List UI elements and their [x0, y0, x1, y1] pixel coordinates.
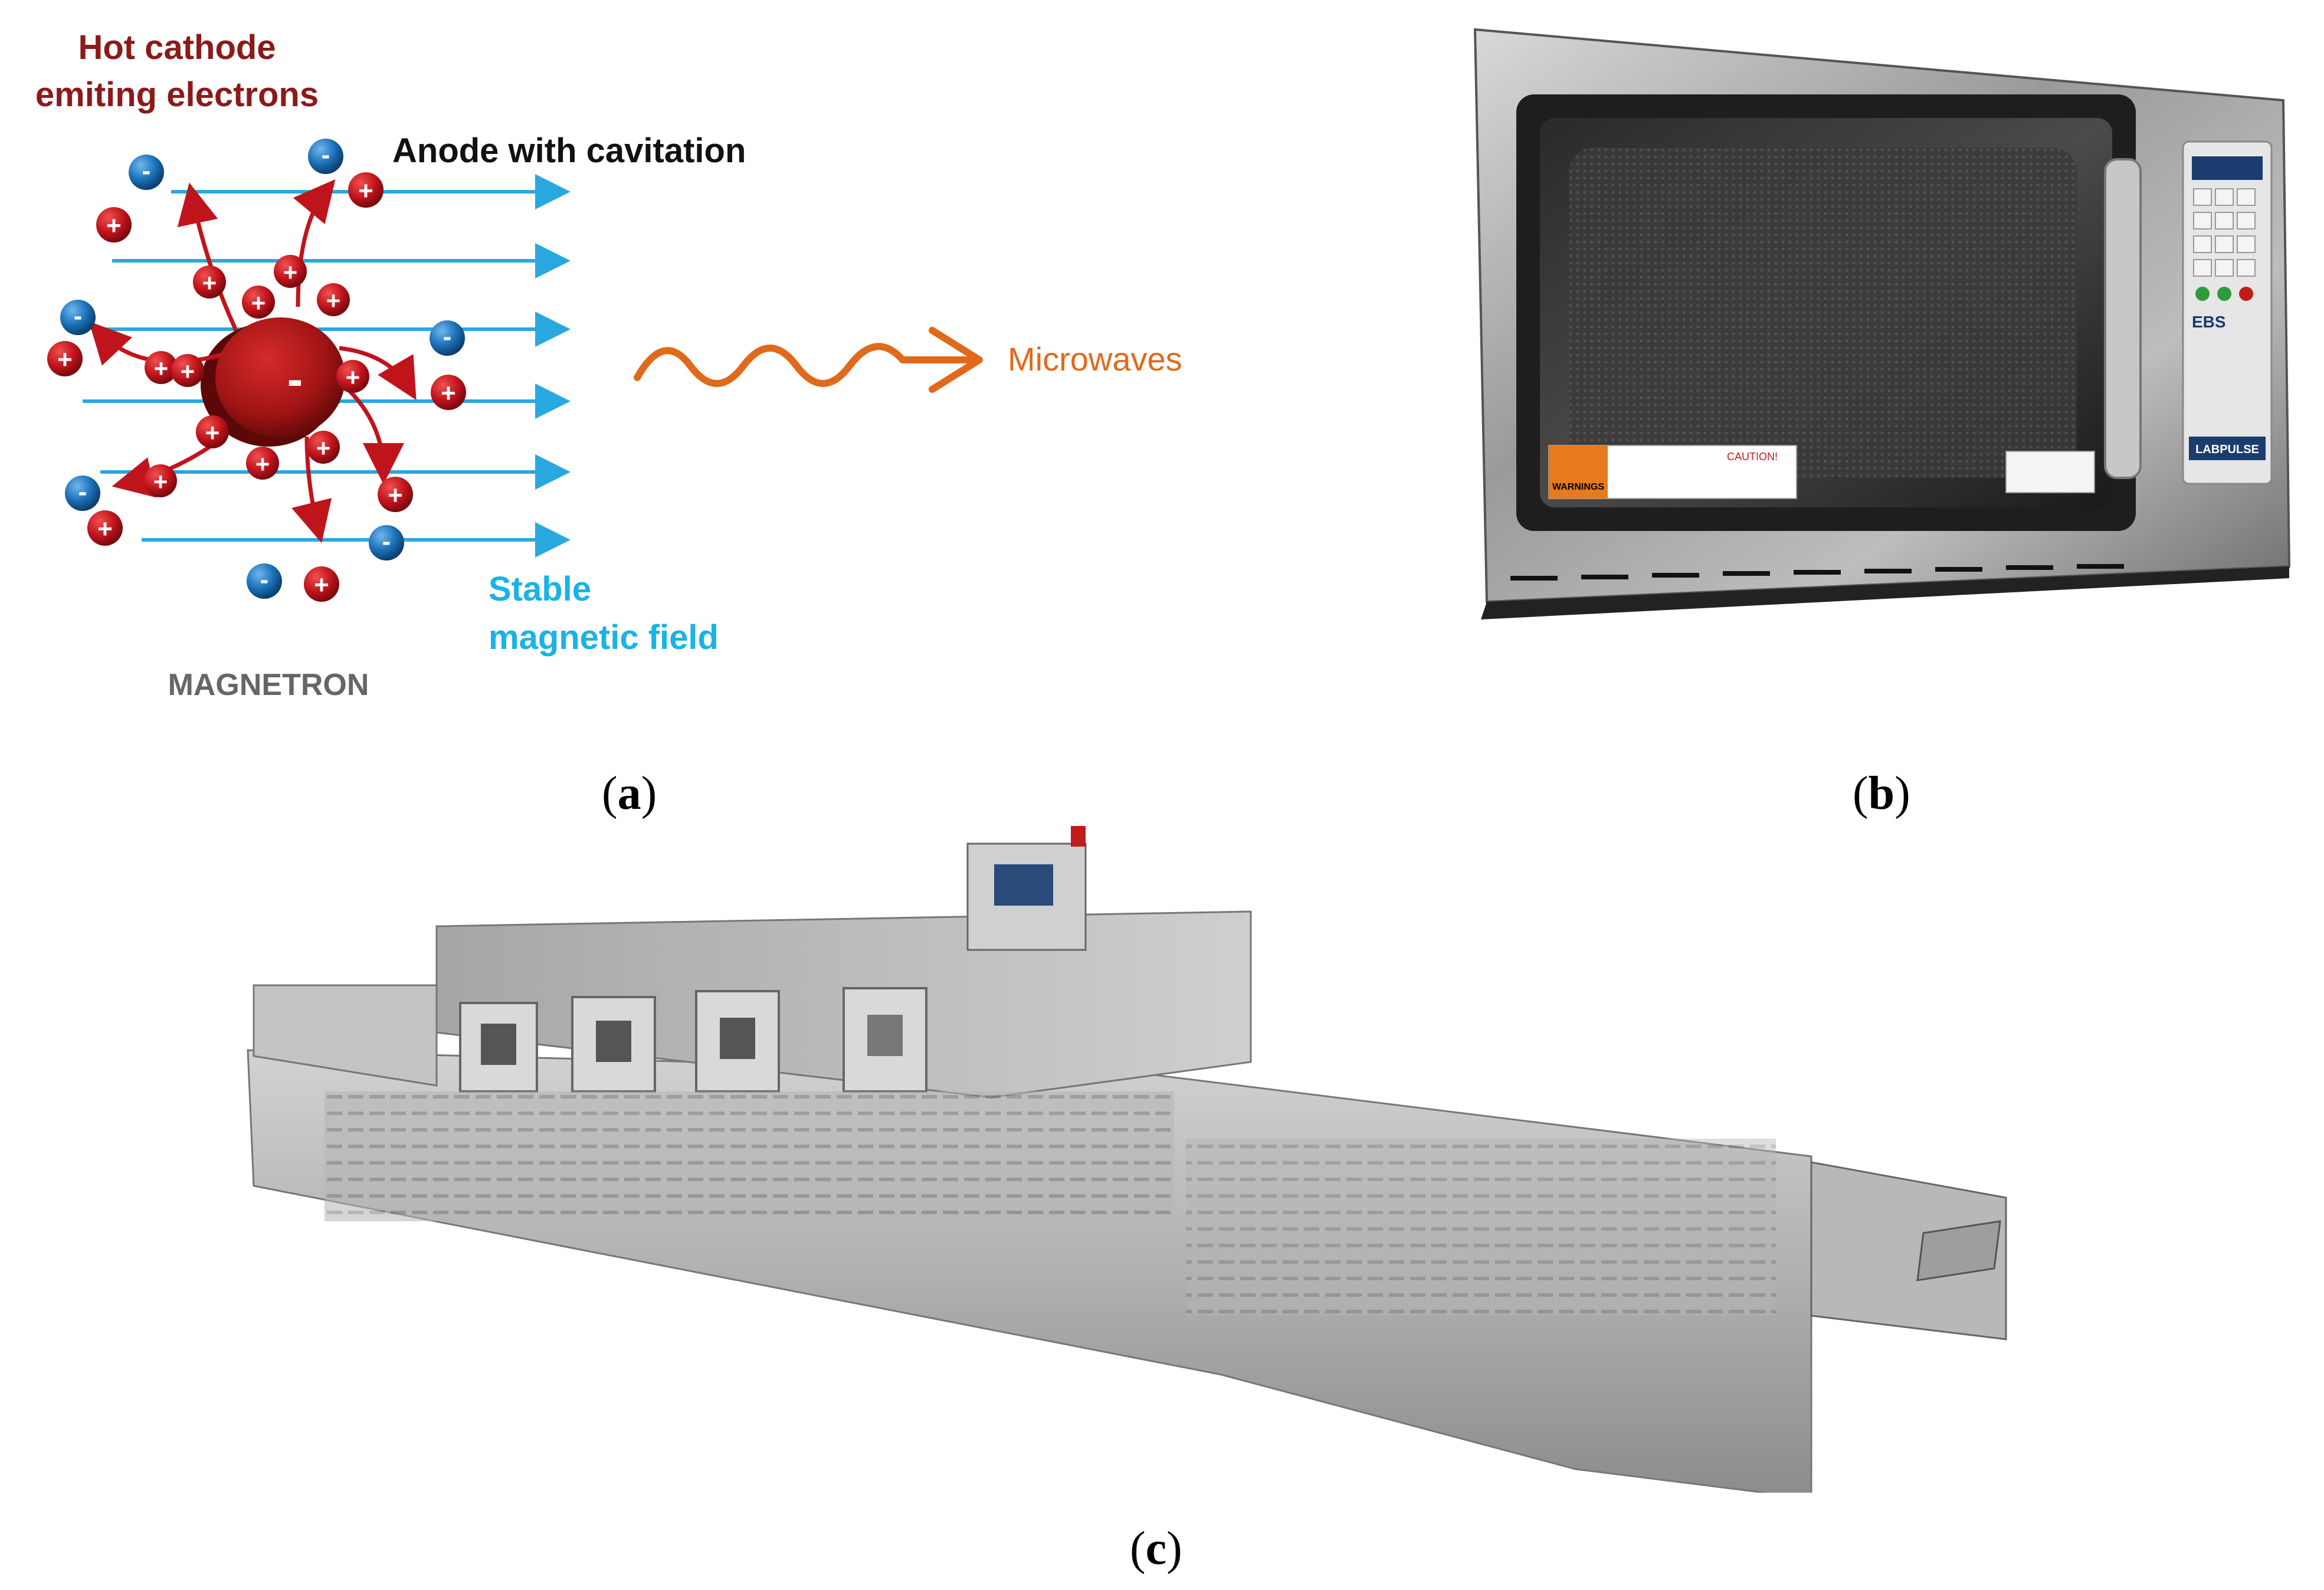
plus-particle: +: [431, 375, 466, 410]
minus-particle: -: [129, 155, 164, 190]
svg-text:-: -: [322, 140, 330, 169]
field-label-line1: Stable: [489, 570, 591, 608]
svg-text:+: +: [314, 571, 329, 599]
industrial-microwave-svg: [247, 826, 2007, 1500]
plus-particle: +: [145, 351, 178, 384]
minus-particle: -: [308, 139, 343, 174]
industrial-microwave-photo: [218, 808, 2106, 1500]
warning-label: WARNINGS: [1552, 482, 1604, 492]
vents: [1510, 564, 2124, 581]
exit-chute: [1916, 1220, 2001, 1281]
svg-text:+: +: [181, 358, 195, 385]
svg-text:+: +: [251, 289, 266, 317]
oven-body: EBS LABPULSE WARNINGS CAUTION!: [1473, 28, 2291, 619]
inspection-windows: [459, 987, 927, 1093]
magnetron-diagram: - + + + + + + + + + + + + + +: [0, 0, 1239, 737]
svg-text:+: +: [106, 211, 122, 240]
plus-particle: +: [196, 415, 229, 448]
svg-text:-: -: [142, 156, 151, 185]
plus-particle: +: [47, 341, 83, 376]
svg-text:+: +: [346, 363, 360, 391]
plus-particle: +: [317, 283, 350, 316]
caption-c: (c): [1130, 1523, 1182, 1575]
positive-ions: + + + + + + + + + + + + + + + + + +: [47, 172, 466, 602]
svg-text:+: +: [255, 450, 270, 478]
cathode: -: [201, 317, 345, 447]
plus-particle: +: [304, 566, 339, 602]
cathode-label-line1: Hot cathode: [78, 28, 276, 67]
plus-particle: +: [193, 265, 226, 299]
vent-panel: [1186, 1139, 1776, 1316]
machine-body: [247, 826, 2007, 1500]
plus-particle: +: [96, 207, 132, 242]
minus-particle: -: [369, 525, 404, 560]
svg-text:+: +: [316, 434, 331, 462]
magnetic-field-lines: [83, 174, 571, 558]
svg-text:+: +: [326, 287, 341, 314]
svg-text:-: -: [78, 477, 87, 506]
minus-particle: -: [60, 300, 96, 335]
caption-b: (b): [1853, 768, 1910, 819]
cathode-label-line2: emiting electrons: [35, 76, 319, 114]
vent-panel: [324, 1091, 1174, 1221]
keypad: [2193, 188, 2256, 277]
svg-text:-: -: [260, 565, 269, 594]
svg-text:+: +: [358, 176, 373, 205]
plus-particle: +: [307, 431, 340, 464]
caption-a: (a): [602, 768, 657, 819]
microwave-oven-svg: EBS LABPULSE WARNINGS CAUTION!: [1473, 28, 2291, 619]
plus-particle: +: [87, 510, 123, 546]
svg-text:-: -: [74, 301, 83, 330]
svg-text:+: +: [154, 355, 169, 382]
svg-text:+: +: [283, 258, 298, 286]
magnetron-svg: - + + + + + + + + + + + + + +: [35, 28, 1182, 702]
plus-particle: +: [336, 360, 369, 393]
door-handle: [2104, 158, 2142, 479]
svg-text:+: +: [153, 468, 168, 496]
panel-brand-label: LABPULSE: [2195, 443, 2259, 456]
anode-label: Anode with cavitation: [392, 132, 746, 170]
cathode-minus-sign: -: [287, 353, 303, 405]
field-label-line2: magnetic field: [489, 618, 719, 657]
minus-particle: -: [247, 563, 282, 599]
plus-particle: +: [246, 447, 279, 480]
magnetron-label: MAGNETRON: [168, 668, 369, 702]
plus-particle: +: [144, 464, 177, 497]
plus-particle: +: [171, 354, 204, 387]
svg-text:+: +: [441, 379, 456, 408]
electrons: - - - - - - -: [60, 139, 465, 599]
svg-text:-: -: [382, 527, 391, 556]
microwave-wave: [634, 327, 983, 393]
plus-particle: +: [242, 286, 275, 319]
svg-text:+: +: [202, 269, 217, 297]
svg-text:+: +: [97, 514, 113, 543]
microwaves-label: Microwaves: [1008, 340, 1182, 378]
plus-particle: +: [378, 477, 413, 512]
svg-text:+: +: [205, 419, 220, 447]
microwave-oven-photo: EBS LABPULSE WARNINGS CAUTION!: [1404, 12, 2324, 649]
minus-particle: -: [430, 320, 465, 356]
svg-text:-: -: [443, 322, 452, 351]
plus-particle: +: [274, 255, 307, 288]
brand-label: EBS: [2192, 313, 2226, 331]
svg-text:+: +: [388, 481, 403, 510]
svg-text:+: +: [57, 345, 73, 374]
plus-particle: +: [348, 172, 383, 208]
minus-particle: -: [65, 476, 100, 511]
caution-label: CAUTION!: [1727, 451, 1778, 463]
